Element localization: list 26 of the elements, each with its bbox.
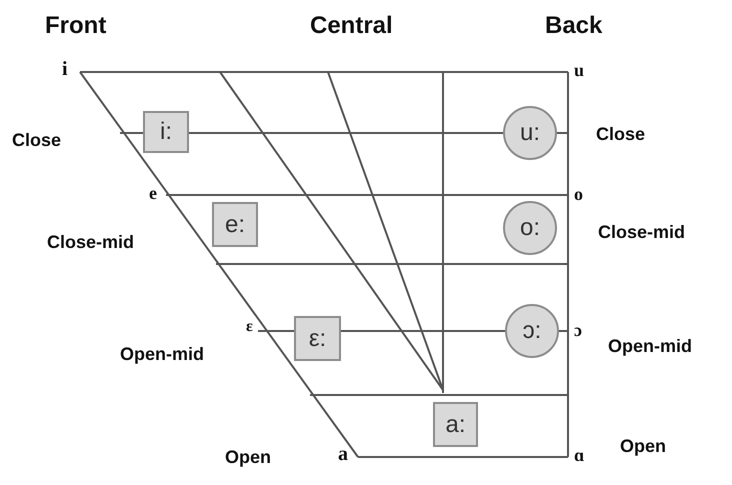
row-label: Close [596, 124, 646, 145]
vowel-symbol: ɑ [574, 445, 584, 466]
vowel-symbol: u [574, 60, 584, 81]
vowel-symbol: e [149, 183, 157, 204]
row-label: Open [225, 447, 272, 468]
vowel-box: i: [143, 111, 189, 153]
column-heading: Back [545, 12, 602, 40]
row-label: Close-mid [598, 222, 686, 243]
vowel-symbol: o [574, 184, 583, 205]
vowel-symbol: i [62, 58, 68, 81]
column-heading: Central [310, 12, 393, 40]
vowel-symbol: ε [246, 318, 253, 336]
row-label: Open [620, 436, 666, 457]
vowel-symbol: ɔ [574, 320, 582, 341]
vowel-symbol: a [338, 443, 348, 466]
row-label: Close-mid [47, 232, 134, 253]
vowel-circle: o: [503, 201, 557, 255]
row-label: Open-mid [120, 344, 204, 365]
vowel-box: ε: [294, 316, 341, 361]
column-heading: Front [45, 12, 106, 40]
vowel-box: e: [212, 202, 258, 247]
row-label: Close [12, 130, 62, 151]
vowel-box: a: [433, 402, 478, 447]
vowel-circle: ɔ: [505, 304, 559, 358]
vowel-circle: u: [503, 106, 557, 160]
row-label: Open-mid [608, 336, 692, 357]
